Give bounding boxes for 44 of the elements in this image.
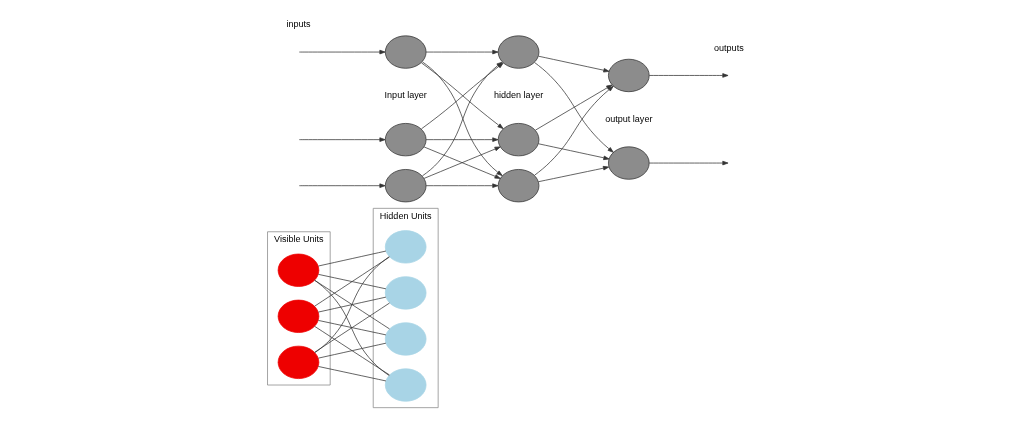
arrow [425, 137, 499, 142]
node-circle [384, 35, 427, 69]
arrow [534, 62, 614, 153]
arrow [535, 84, 613, 131]
label: outputs [714, 42, 744, 53]
connector [318, 250, 387, 267]
label: inputs [286, 19, 311, 30]
arrow [423, 146, 501, 179]
arrow [538, 165, 610, 183]
connector [314, 256, 390, 353]
connector [314, 325, 390, 376]
arrow [538, 55, 610, 73]
node-circle [384, 230, 427, 264]
connector [314, 279, 390, 330]
arrow [538, 143, 610, 161]
label: hidden layer [493, 90, 544, 101]
connector [318, 342, 387, 359]
connector [318, 274, 387, 290]
node-circle [384, 123, 427, 157]
node-circle [384, 276, 427, 310]
node-circle [277, 253, 320, 287]
node-circle [277, 345, 320, 379]
arrow [648, 73, 729, 78]
label: Input layer [384, 90, 427, 101]
arrow [425, 183, 499, 188]
arrow [648, 160, 729, 166]
node-circle [384, 169, 427, 203]
arrow [298, 49, 386, 55]
connector [318, 296, 387, 313]
connector [318, 366, 387, 382]
label: output layer [605, 113, 653, 124]
arrow [534, 85, 614, 176]
cluster: Visible Units [267, 231, 331, 386]
arrow [298, 137, 386, 142]
connector [318, 320, 387, 336]
connector [314, 302, 390, 353]
arrow [425, 49, 499, 55]
connector [314, 279, 390, 376]
connector [314, 256, 390, 307]
cluster: Hidden Units [372, 207, 439, 409]
node-circle [384, 368, 427, 402]
arrow [298, 183, 386, 188]
node-circle [384, 322, 427, 356]
node-circle [277, 299, 320, 333]
